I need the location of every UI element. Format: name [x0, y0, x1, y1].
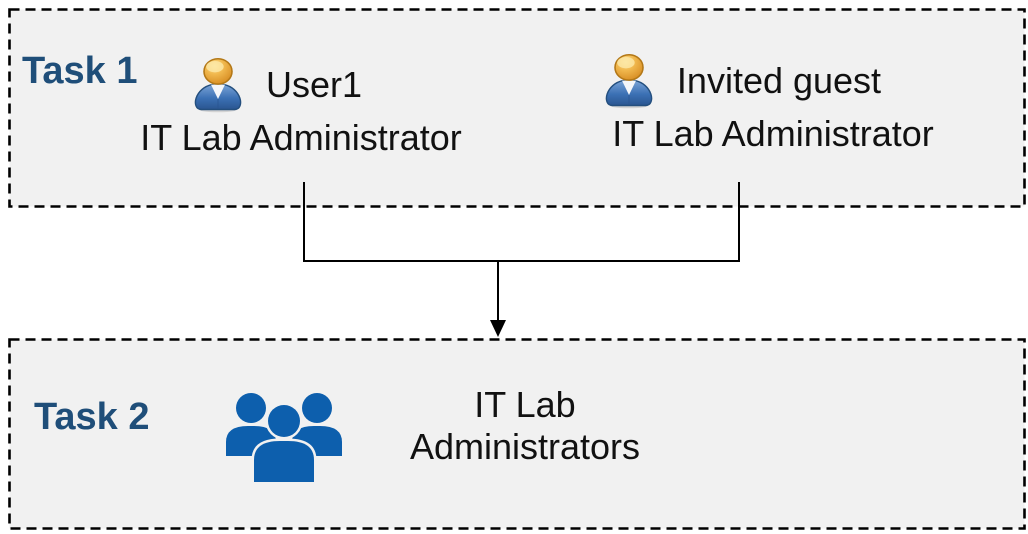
- task1-box: Task 1 User1 IT Lab Administrator Invite…: [8, 8, 1026, 208]
- group-name: IT Lab Administrators: [409, 384, 641, 467]
- member-guest-row: Invited guest: [573, 52, 909, 110]
- person-icon: [601, 52, 657, 110]
- member-name: Invited guest: [676, 60, 882, 102]
- member-user1-row: User1: [115, 56, 437, 114]
- member-name: User1: [265, 64, 363, 106]
- task1-label: Task 1: [22, 49, 138, 92]
- member-role: IT Lab Administrator: [612, 113, 934, 154]
- person-icon: [190, 56, 246, 114]
- task2-box: Task 2 IT Lab Administrators: [8, 338, 1026, 530]
- task2-label: Task 2: [34, 395, 150, 438]
- task2-dashed-border: [8, 338, 1026, 530]
- member-user1: User1 IT Lab Administrator: [140, 56, 462, 159]
- member-role: IT Lab Administrator: [140, 117, 462, 158]
- task1-dashed-border: [8, 8, 1026, 208]
- people-group-icon: [218, 388, 350, 482]
- arrowhead-icon: [490, 320, 506, 337]
- member-invited-guest: Invited guest IT Lab Administrator: [605, 52, 941, 155]
